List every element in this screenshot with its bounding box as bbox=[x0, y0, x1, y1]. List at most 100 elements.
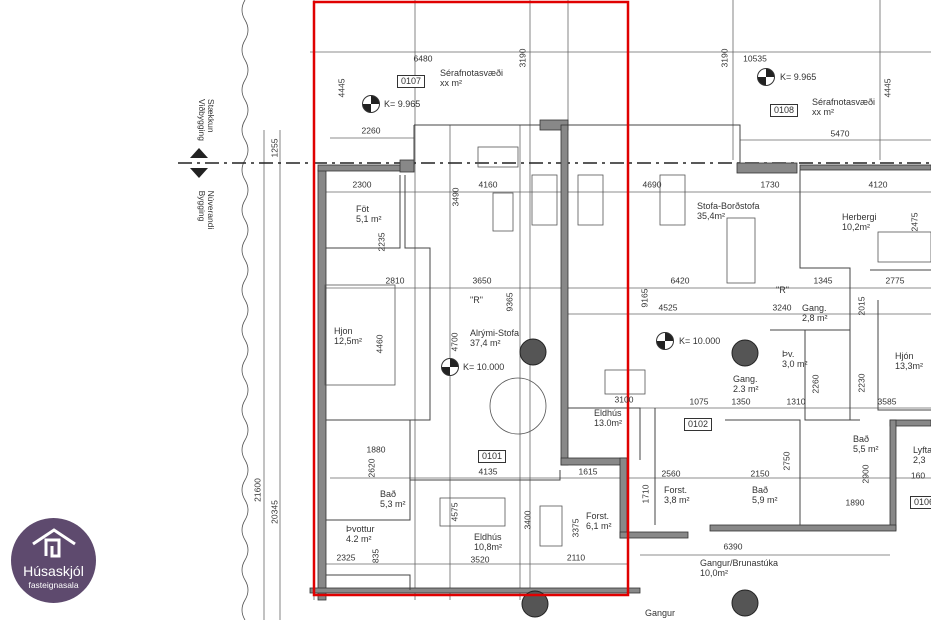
dimension-label: 9165 bbox=[639, 288, 650, 308]
room-name: Eldhús bbox=[594, 408, 622, 418]
level-marker-icon bbox=[362, 95, 380, 113]
room-name: Forst. bbox=[586, 511, 610, 521]
room-area: 5,1 m² bbox=[356, 214, 382, 224]
dimension-label: 4445 bbox=[336, 78, 347, 98]
room-area: 10,2m² bbox=[842, 222, 871, 232]
dimension-label: 2260 bbox=[361, 125, 381, 136]
room-area: 2.3 m² bbox=[733, 384, 759, 394]
dimension-label: 3490 bbox=[450, 187, 461, 207]
dimension-label: 6420 bbox=[670, 275, 690, 286]
label-extension-line2: Viðbygging bbox=[197, 99, 207, 141]
column bbox=[519, 338, 547, 366]
dimension-label: 3190 bbox=[719, 48, 730, 68]
house-icon bbox=[32, 528, 76, 558]
dimension-label: 4460 bbox=[374, 334, 385, 354]
room-name: Gang. bbox=[733, 374, 758, 384]
room-name: Þv. bbox=[782, 349, 795, 359]
room-area: 35,4m² bbox=[697, 211, 726, 221]
unit-id: 0102 bbox=[684, 418, 713, 431]
dimension-label: 2775 bbox=[885, 275, 905, 286]
dimension-label: 4700 bbox=[449, 332, 460, 352]
room-name: Gangur bbox=[645, 608, 676, 618]
room-name: Gangur/Brunastúka bbox=[700, 558, 779, 568]
dimension-label: 3585 bbox=[877, 396, 897, 407]
dimension-label: 1615 bbox=[578, 466, 598, 477]
unit-highlight-outline bbox=[312, 0, 630, 597]
level-value: K= 9.965 bbox=[384, 99, 421, 109]
room-area: 10,0m² bbox=[700, 568, 729, 578]
marker-r: "R" bbox=[470, 295, 483, 305]
room-name: Bað bbox=[853, 434, 870, 444]
unit-id: 0101 bbox=[478, 450, 507, 463]
room-name: Bað bbox=[752, 485, 769, 495]
logo-name: Húsaskjól bbox=[23, 563, 84, 579]
dimension-label: 4135 bbox=[478, 466, 498, 477]
furniture bbox=[324, 146, 931, 547]
label-existing-line1: Núverandi bbox=[206, 190, 216, 230]
dimension-label: 2230 bbox=[856, 373, 867, 393]
room-name: Stofa-Borðstofa bbox=[697, 201, 760, 211]
room-area: xx m² bbox=[440, 78, 462, 88]
room-area: xx m² bbox=[812, 107, 834, 117]
dimension-label: 2475 bbox=[909, 212, 920, 232]
room-label: Gang.2,8 m² bbox=[802, 303, 828, 323]
dimension-label: 4690 bbox=[642, 179, 662, 190]
dimension-label: 1890 bbox=[845, 497, 865, 508]
room-name: Gang. bbox=[802, 303, 827, 313]
room-area: 3,8 m² bbox=[664, 495, 690, 505]
dimension-label: 2750 bbox=[781, 451, 792, 471]
unit-id: 0108 bbox=[770, 104, 799, 117]
logo: Húsaskjól fasteignasala bbox=[11, 518, 96, 603]
dimension-label: 3650 bbox=[472, 275, 492, 286]
dimension-label: 1075 bbox=[689, 396, 709, 407]
room-area: 2,8 m² bbox=[802, 313, 828, 323]
room-area: 13.0m² bbox=[594, 418, 623, 428]
partitions bbox=[326, 124, 931, 590]
room-area: 13,3m² bbox=[895, 361, 924, 371]
room-name: Forst. bbox=[664, 485, 688, 495]
label-extension-line1: Stækkun bbox=[206, 99, 216, 133]
room-name: Lyfta bbox=[913, 445, 931, 455]
room-name: Sérafnotasvæði bbox=[440, 68, 504, 78]
dimension-label: 9365 bbox=[504, 292, 515, 312]
room-name: Bað bbox=[380, 489, 397, 499]
room-area: 4.2 m² bbox=[346, 534, 372, 544]
dimension-label: 2300 bbox=[352, 179, 372, 190]
dimension-label: 1255 bbox=[269, 138, 280, 158]
dimension-label: 6390 bbox=[723, 541, 743, 552]
dimension-label: 4120 bbox=[868, 179, 888, 190]
unit-id: 0106 bbox=[910, 496, 931, 509]
dimension-label: 3190 bbox=[517, 48, 528, 68]
level-marker-icon bbox=[441, 358, 459, 376]
dimension-label: 2110 bbox=[566, 552, 586, 563]
room-name: Hjón bbox=[895, 351, 914, 361]
unit-id: 0107 bbox=[397, 75, 426, 88]
column bbox=[731, 339, 759, 367]
logo-tagline: fasteignasala bbox=[28, 580, 79, 590]
dimension-label: 3100 bbox=[614, 394, 634, 405]
level-value: K= 10.000 bbox=[679, 336, 721, 346]
extension-arrow-icon bbox=[190, 148, 208, 158]
dimension-label: 1310 bbox=[786, 396, 806, 407]
room-area: 3,0 m² bbox=[782, 359, 808, 369]
break-line bbox=[241, 0, 249, 620]
column bbox=[731, 589, 759, 617]
dimension-label: 2620 bbox=[366, 458, 377, 478]
dimension-label: 20345 bbox=[269, 500, 280, 524]
dimension-label: 4160 bbox=[478, 179, 498, 190]
room-area: 6,1 m² bbox=[586, 521, 612, 531]
dimension-label: 2150 bbox=[750, 468, 770, 479]
room-area: 10,8m² bbox=[474, 542, 503, 552]
dimension-label: 835 bbox=[370, 548, 381, 564]
